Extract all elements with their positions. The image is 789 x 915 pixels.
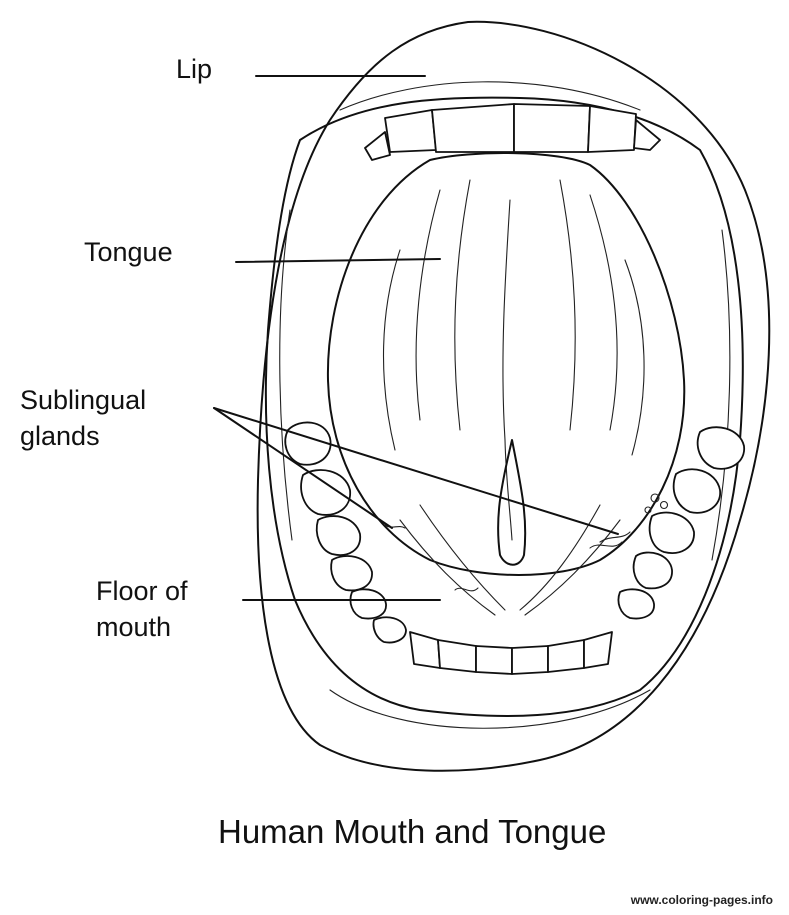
sublingual-glands-label: Sublingual glands xyxy=(20,385,147,451)
floor-of-mouth-label: Floor of mouth xyxy=(96,576,188,642)
outer-lip-outline xyxy=(256,20,771,772)
diagram-title: Human Mouth and Tongue xyxy=(218,813,607,850)
lower-incisors xyxy=(409,631,613,675)
tongue-texture xyxy=(382,179,645,456)
sublingual-leader-line-1 xyxy=(213,407,393,529)
watermark-url: www.coloring-pages.info xyxy=(630,893,773,907)
tongue-midline xyxy=(502,199,513,541)
sublingual-gland-bumps xyxy=(384,493,669,543)
inner-lip-outline xyxy=(264,96,744,717)
lower-teeth-left xyxy=(284,421,407,644)
upper-teeth xyxy=(364,103,661,161)
lower-lip-crease xyxy=(329,689,651,729)
lower-teeth-right xyxy=(617,426,745,620)
upper-lip-crease xyxy=(339,81,641,111)
cheek-fold-left xyxy=(279,209,293,541)
frenulum xyxy=(497,439,527,566)
sublingual-leader-line-2 xyxy=(213,407,619,535)
tongue-outline xyxy=(326,152,686,576)
floor-texture xyxy=(399,504,623,616)
cheek-fold-right xyxy=(711,229,731,561)
lip-label: Lip xyxy=(176,54,213,84)
tongue-leader-line xyxy=(235,258,441,263)
tongue-label: Tongue xyxy=(84,237,173,267)
